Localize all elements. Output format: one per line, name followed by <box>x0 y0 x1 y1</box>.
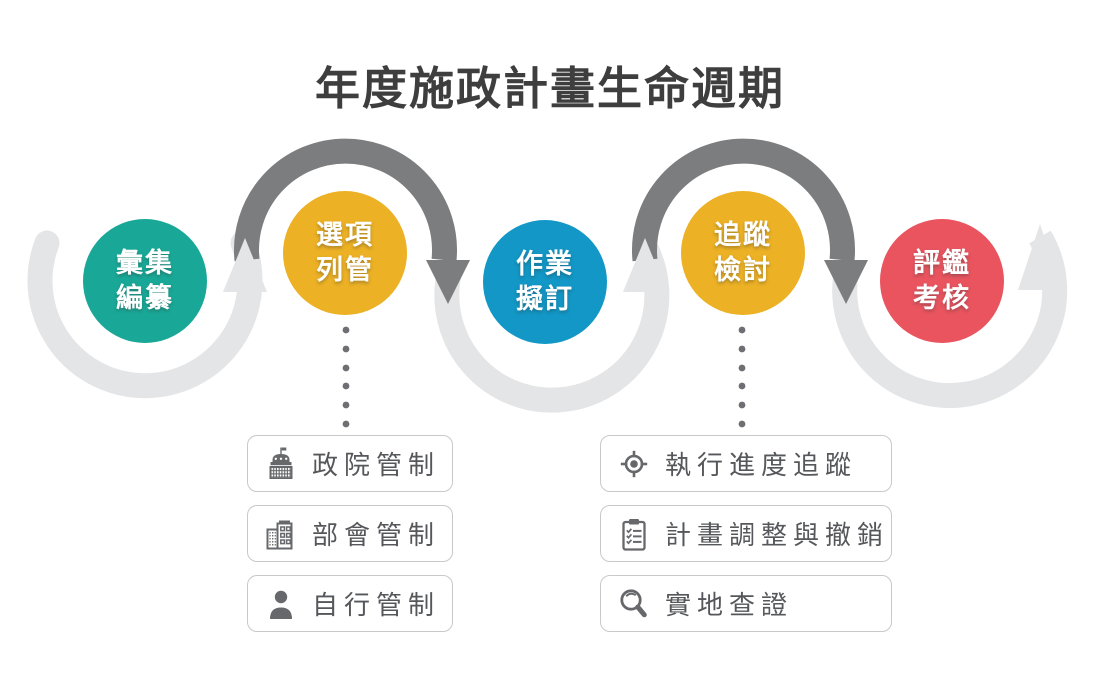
detail-box-progress-tracking: 執行進度追蹤 <box>600 435 892 492</box>
light-arc-under-stage3 <box>434 236 670 413</box>
government-building-icon <box>269 447 293 479</box>
stage-label-line2: 擬訂 <box>516 284 574 315</box>
stage-circle-operation-drafting: 作業 擬訂 <box>483 220 607 344</box>
stage-label-line1: 彙集 <box>116 248 174 279</box>
stage-circle-option-listing: 選項 列管 <box>283 191 407 315</box>
light-up-arrowhead-3 <box>1018 224 1062 290</box>
clipboard-checklist-icon <box>622 518 646 551</box>
target-icon <box>620 450 648 477</box>
dark-down-arrowhead-1 <box>426 260 470 304</box>
dark-arc-over-stage4 <box>632 138 855 262</box>
detail-box-label: 政院管制 <box>312 451 441 481</box>
dark-down-arrowhead-2 <box>824 260 868 304</box>
magnifier-icon <box>620 588 647 617</box>
light-arc-under-stage5 <box>832 230 1068 409</box>
stage-label-line1: 作業 <box>516 249 574 280</box>
dark-arc-over-stage2 <box>234 138 457 262</box>
light-arrowheads <box>223 224 1062 292</box>
flow-light-arcs <box>27 230 1068 413</box>
person-icon <box>270 590 292 619</box>
stage-label-line2: 列管 <box>316 255 374 286</box>
detail-box-executive-yuan-control: 政院管制 <box>247 435 453 492</box>
detail-box-self-control: 自行管制 <box>247 575 453 632</box>
office-buildings-icon <box>266 520 293 549</box>
stage-label-line1: 評鑑 <box>913 248 971 279</box>
light-arc-under-stage1 <box>27 230 263 399</box>
detail-box-plan-adjustment-revocation: 計畫調整與撤銷 <box>600 505 892 562</box>
stage-circle-evaluation-assessment: 評鑑 考核 <box>880 219 1004 343</box>
detail-box-label: 執行進度追蹤 <box>665 451 858 481</box>
flow-dark-arcs <box>234 138 855 262</box>
stage-label-line1: 追蹤 <box>714 220 772 251</box>
stage-circle-collect-compile: 彙集 編纂 <box>83 219 207 343</box>
stage-label-line2: 檢討 <box>714 255 772 286</box>
dark-arrowheads <box>426 260 868 304</box>
detail-box-label: 部會管制 <box>312 521 441 551</box>
stage-label-line1: 選項 <box>316 220 374 251</box>
diagram-title: 年度施政計畫生命週期 <box>314 62 785 115</box>
stage-label-line2: 考核 <box>913 283 971 314</box>
stage-label-line2: 編纂 <box>116 283 174 314</box>
detail-box-ministry-control: 部會管制 <box>247 505 453 562</box>
stage-circle-tracking-review: 追蹤 檢討 <box>681 191 805 315</box>
light-up-arrowhead-1 <box>223 238 267 292</box>
detail-box-label: 自行管制 <box>312 591 441 621</box>
dotted-connector-right <box>738 326 746 428</box>
light-up-arrowhead-2 <box>623 238 667 292</box>
detail-box-label: 計畫調整與撤銷 <box>665 521 890 551</box>
dotted-connector-left <box>342 326 350 428</box>
detail-box-field-verification: 實地查證 <box>600 575 892 632</box>
detail-box-label: 實地查證 <box>665 591 794 621</box>
